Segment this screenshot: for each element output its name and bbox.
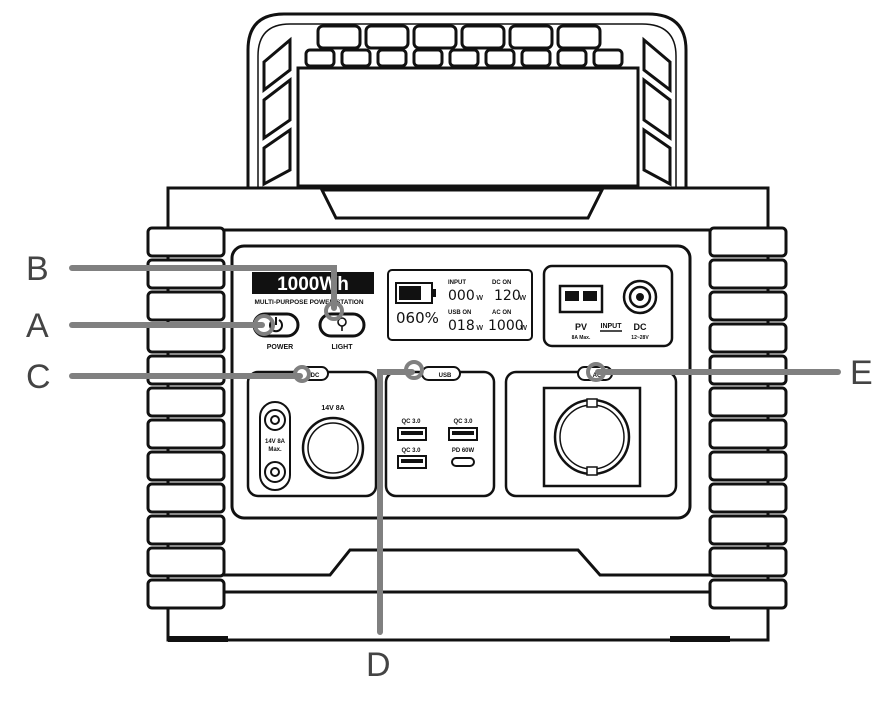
usb-on-unit: w xyxy=(476,323,483,333)
usb-output-button[interactable]: USB xyxy=(421,366,461,381)
lcd-display: 060% INPUT 000 w DC ON 120 w USB ON 018 … xyxy=(387,269,533,341)
dc-input-sub-label: 12~28V xyxy=(631,335,649,341)
dc-output-panel: DC 14V 8A Max. 14V 8A xyxy=(246,366,378,498)
dc5521-port-label: 14V 8A xyxy=(265,439,286,445)
ac-output-button-label: AC xyxy=(593,373,602,379)
dc-output-button-label: DC xyxy=(311,373,320,379)
ac-outlet[interactable] xyxy=(542,386,642,488)
right-bumper xyxy=(708,226,788,610)
callout-label-e: E xyxy=(850,354,873,392)
callout-label-c: C xyxy=(26,358,51,396)
usb-output-button-label: USB xyxy=(439,373,452,379)
dc-on-label: DC ON xyxy=(492,280,511,286)
callout-label-a: A xyxy=(26,307,49,345)
brand-logo: 1000Wh xyxy=(252,272,374,295)
power-label: POWER xyxy=(267,344,293,351)
usb-a-port-qc3[interactable] xyxy=(397,455,427,469)
input-value: 000 xyxy=(448,288,475,304)
usb-a-port-qc2[interactable] xyxy=(448,427,478,441)
car-socket-label: 14V 8A xyxy=(321,405,344,412)
usb-c-port-pd[interactable] xyxy=(451,457,475,467)
pv-sub-label: 8A Max. xyxy=(572,335,591,341)
brand-subtitle: MULTI-PURPOSE POWER STATION xyxy=(254,299,363,306)
input-unit: w xyxy=(476,293,483,303)
callout-markers xyxy=(253,301,606,383)
qc-port-2-label: QC 3.0 xyxy=(453,419,473,425)
dc-on-value: 120 xyxy=(494,288,521,304)
input-section-label: INPUT xyxy=(601,323,623,330)
dc-on-unit: w xyxy=(519,293,526,303)
ac-on-label: AC ON xyxy=(492,310,511,316)
input-label: INPUT xyxy=(448,280,466,286)
usb-a-port-qc1[interactable] xyxy=(397,427,427,441)
usb-output-panel: USB QC 3.0 QC 3.0 QC 3.0 PD 60W xyxy=(384,366,496,498)
ac-output-panel: AC xyxy=(504,366,678,498)
pd-port-label: PD 60W xyxy=(452,448,475,454)
ac-on-value: 1000 xyxy=(488,318,524,334)
left-bumper xyxy=(146,226,226,610)
carry-handle xyxy=(246,12,688,195)
light-label: LIGHT xyxy=(332,344,354,351)
ac-on-unit: w xyxy=(520,323,527,333)
callout-label-b: B xyxy=(26,250,49,288)
car-socket-port[interactable] xyxy=(301,416,365,480)
battery-percent: 060% xyxy=(396,309,439,327)
brand-logo-text: 1000Wh xyxy=(277,274,349,295)
dc5521-port-bottom[interactable] xyxy=(264,461,286,483)
dc-input-label: DC xyxy=(634,322,647,332)
usb-on-label: USB ON xyxy=(448,310,471,316)
input-panel: PV 8A Max. INPUT DC 12~28V xyxy=(542,264,674,348)
qc-port-3-label: QC 3.0 xyxy=(401,448,421,454)
usb-on-value: 018 xyxy=(448,318,475,334)
battery-icon xyxy=(395,282,436,304)
pv-label: PV xyxy=(575,322,587,332)
callout-label-d: D xyxy=(366,646,391,684)
dc-input-port[interactable] xyxy=(622,279,658,315)
callout-lines xyxy=(69,265,841,635)
dc5521-port-sub-label: Max. xyxy=(268,447,282,453)
dc5521-port-top[interactable] xyxy=(264,409,286,431)
lightbulb-icon xyxy=(337,317,347,331)
power-icon xyxy=(269,317,283,333)
qc-port-1-label: QC 3.0 xyxy=(401,419,421,425)
pv-input-port[interactable] xyxy=(558,284,604,314)
